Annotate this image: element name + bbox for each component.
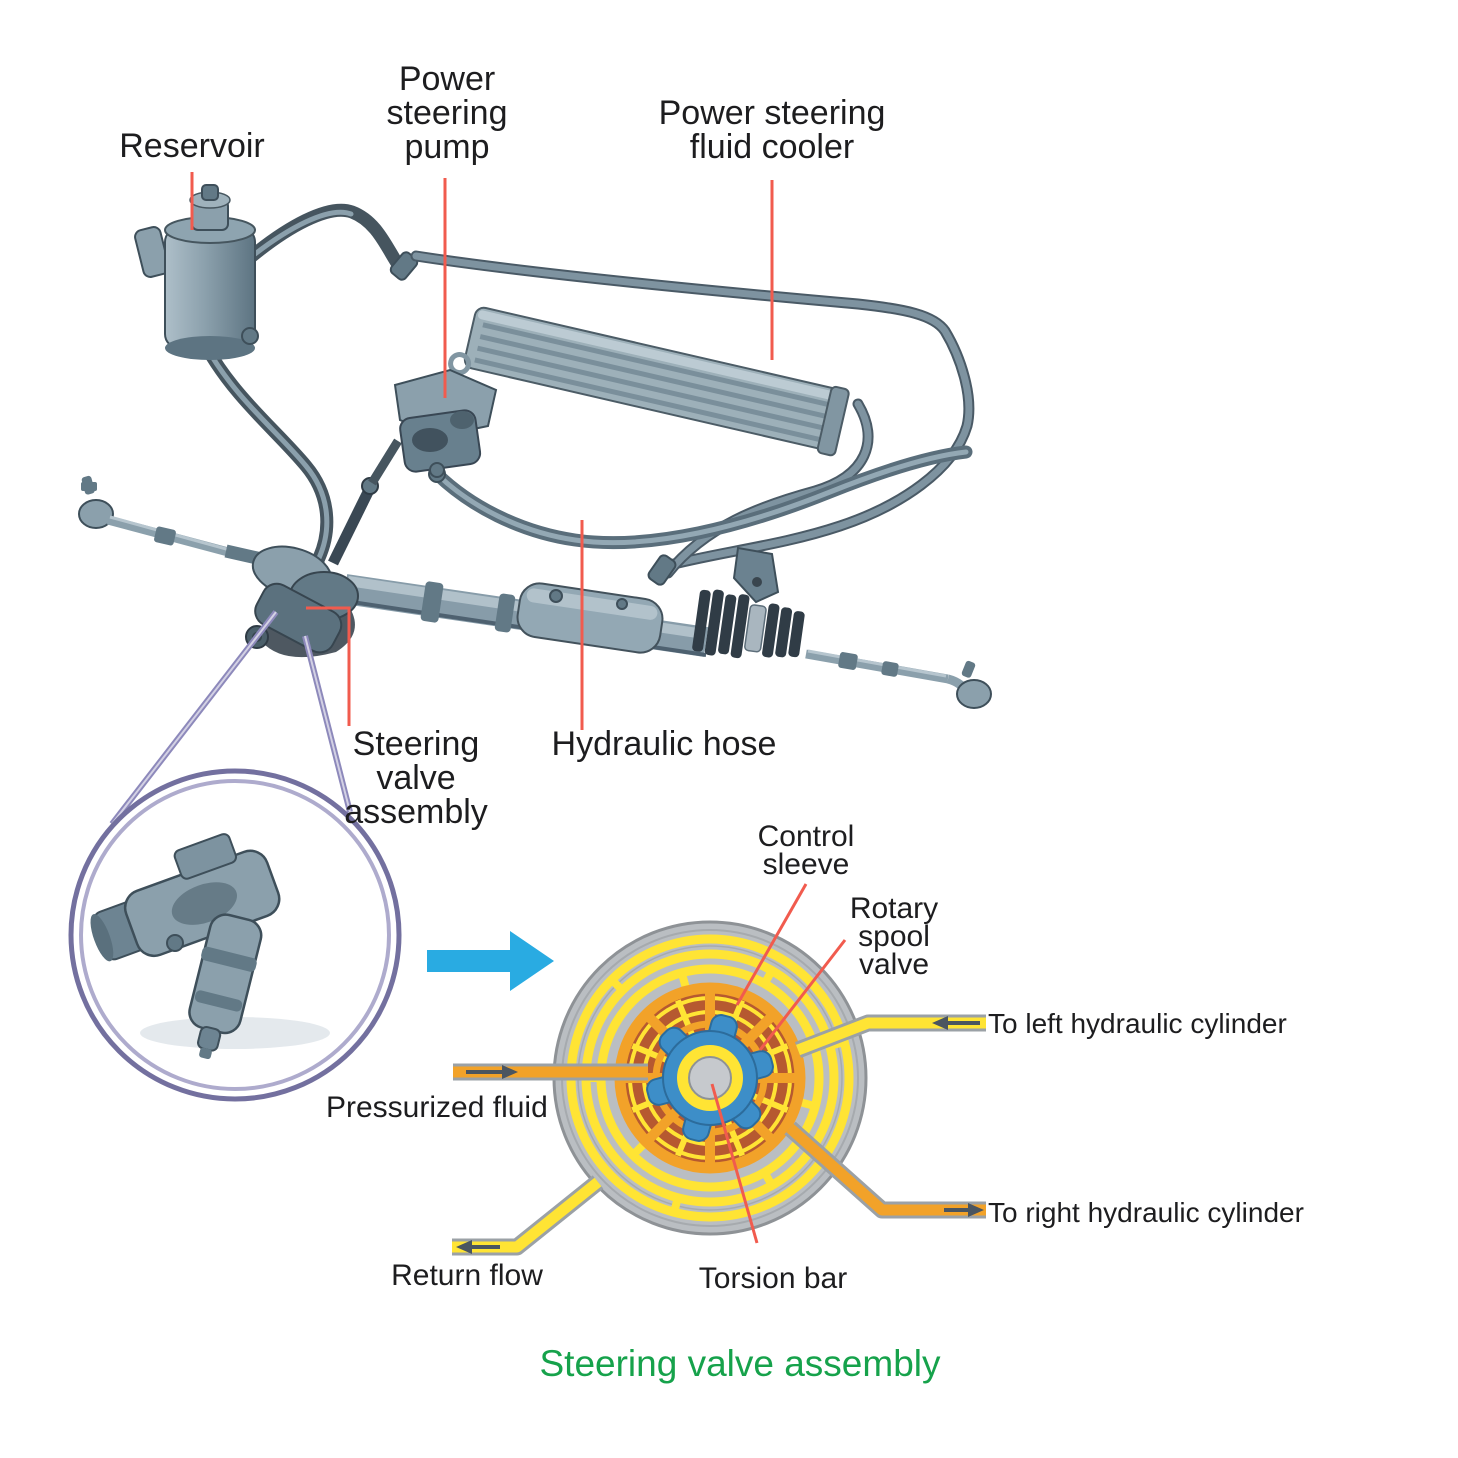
suction-hose-highlight (204, 345, 330, 561)
return-flow-label: Return flow (391, 1259, 543, 1292)
line-fitting (647, 554, 677, 586)
to-left-cylinder-label: To left hydraulic cylinder (988, 1008, 1287, 1039)
pump-label-line1: Power (399, 60, 495, 98)
valve-assembly-label-line2: valve (376, 759, 455, 797)
rotary-spool-label-line1: Rotary (850, 892, 938, 925)
rotary-spool-leader (758, 939, 847, 1051)
hydraulic-hose-graphic (430, 445, 973, 550)
hydraulic-hose-highlight (434, 449, 969, 546)
rotary-spool-label-line2: spool (858, 920, 930, 953)
power-steering-system-illustration (78, 184, 992, 709)
torsion-bar-label: Torsion bar (699, 1262, 847, 1295)
text-labels: Reservoir Power steering pump Power stee… (119, 60, 1304, 1384)
valve-assembly-label-line3: assembly (344, 793, 488, 831)
fluid-cooler-graphic (448, 306, 850, 457)
valve-assembly-label-line1: Steering (353, 725, 480, 763)
hydraulic-pipes (452, 1014, 986, 1256)
steering-rack-graphic (78, 438, 992, 709)
magnifier-callout (68, 610, 402, 1102)
diagram-caption: Steering valve assembly (539, 1343, 941, 1384)
flow-arrow-left-icon (456, 1240, 472, 1254)
arrow-right-icon (427, 931, 554, 991)
control-sleeve-leader (735, 883, 808, 1006)
flow-arrow-right-icon (502, 1065, 518, 1079)
callout-line-left-highlight (111, 611, 277, 825)
valve-assembly-leader (306, 606, 351, 726)
steering-valve-cross-section (552, 920, 868, 1236)
pump-graphic (393, 368, 498, 478)
hydraulic-hose-label: Hydraulic hose (552, 725, 777, 763)
magnifier-circle-inner (79, 779, 391, 1091)
magnified-valve-3d (90, 833, 330, 1060)
leader-lines (190, 172, 847, 1244)
pump-label-line2: steering (387, 94, 508, 132)
pressurized-fluid-label: Pressurized fluid (326, 1091, 548, 1124)
flow-arrow-left-icon (932, 1016, 948, 1030)
bellows-boot (692, 589, 805, 659)
torsion-bar-leader (710, 1083, 759, 1244)
steel-line (412, 252, 973, 571)
reservoir-label: Reservoir (119, 127, 264, 165)
reservoir-graphic (134, 184, 259, 360)
torsion-bar-graphic (688, 1056, 732, 1100)
pump-label-line3: pump (404, 128, 489, 166)
flow-arrow-right-icon (968, 1203, 984, 1217)
to-right-cylinder-label: To right hydraulic cylinder (988, 1197, 1304, 1228)
cooler-label-line1: Power steering (659, 94, 886, 132)
cooler-label-line2: fluid cooler (690, 128, 854, 166)
control-sleeve-label-line1: Control (758, 820, 855, 853)
rotary-spool-label-line3: valve (859, 948, 929, 981)
control-sleeve-label-line2: sleeve (763, 848, 850, 881)
callout-line-right-highlight (304, 635, 351, 813)
